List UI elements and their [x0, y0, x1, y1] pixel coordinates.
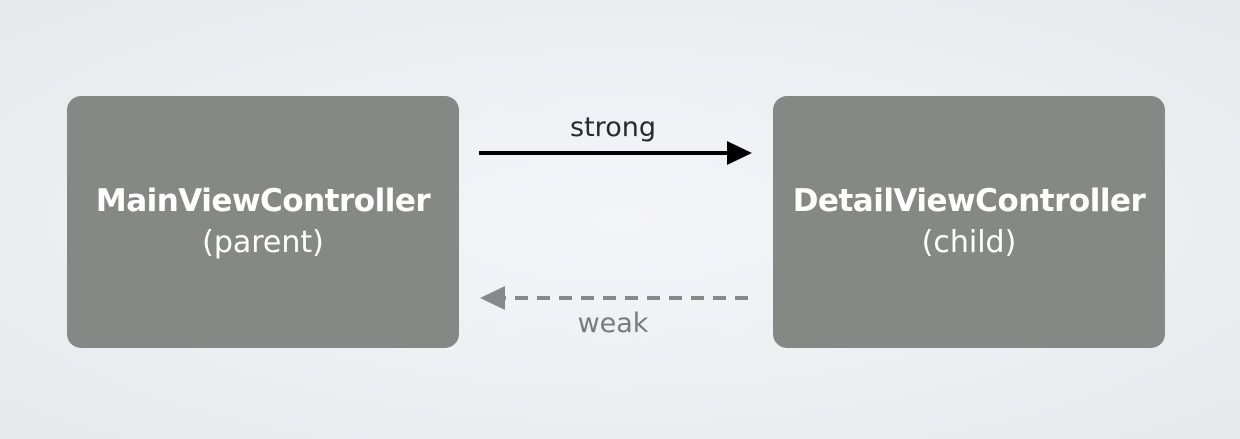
strong-reference-arrow — [479, 141, 752, 165]
strong-arrowhead-icon — [727, 141, 752, 165]
parent-controller-role: (parent) — [202, 225, 324, 260]
strong-reference-label: strong — [570, 112, 656, 143]
child-controller-role: (child) — [921, 225, 1017, 260]
parent-controller-box: MainViewController (parent) — [67, 96, 459, 348]
weak-reference-label: weak — [577, 308, 649, 339]
weak-arrowhead-icon — [480, 286, 505, 310]
weak-reference-arrow — [480, 286, 748, 310]
child-controller-box: DetailViewController (child) — [773, 96, 1165, 348]
parent-controller-name: MainViewController — [95, 183, 431, 219]
child-controller-name: DetailViewController — [792, 183, 1146, 219]
